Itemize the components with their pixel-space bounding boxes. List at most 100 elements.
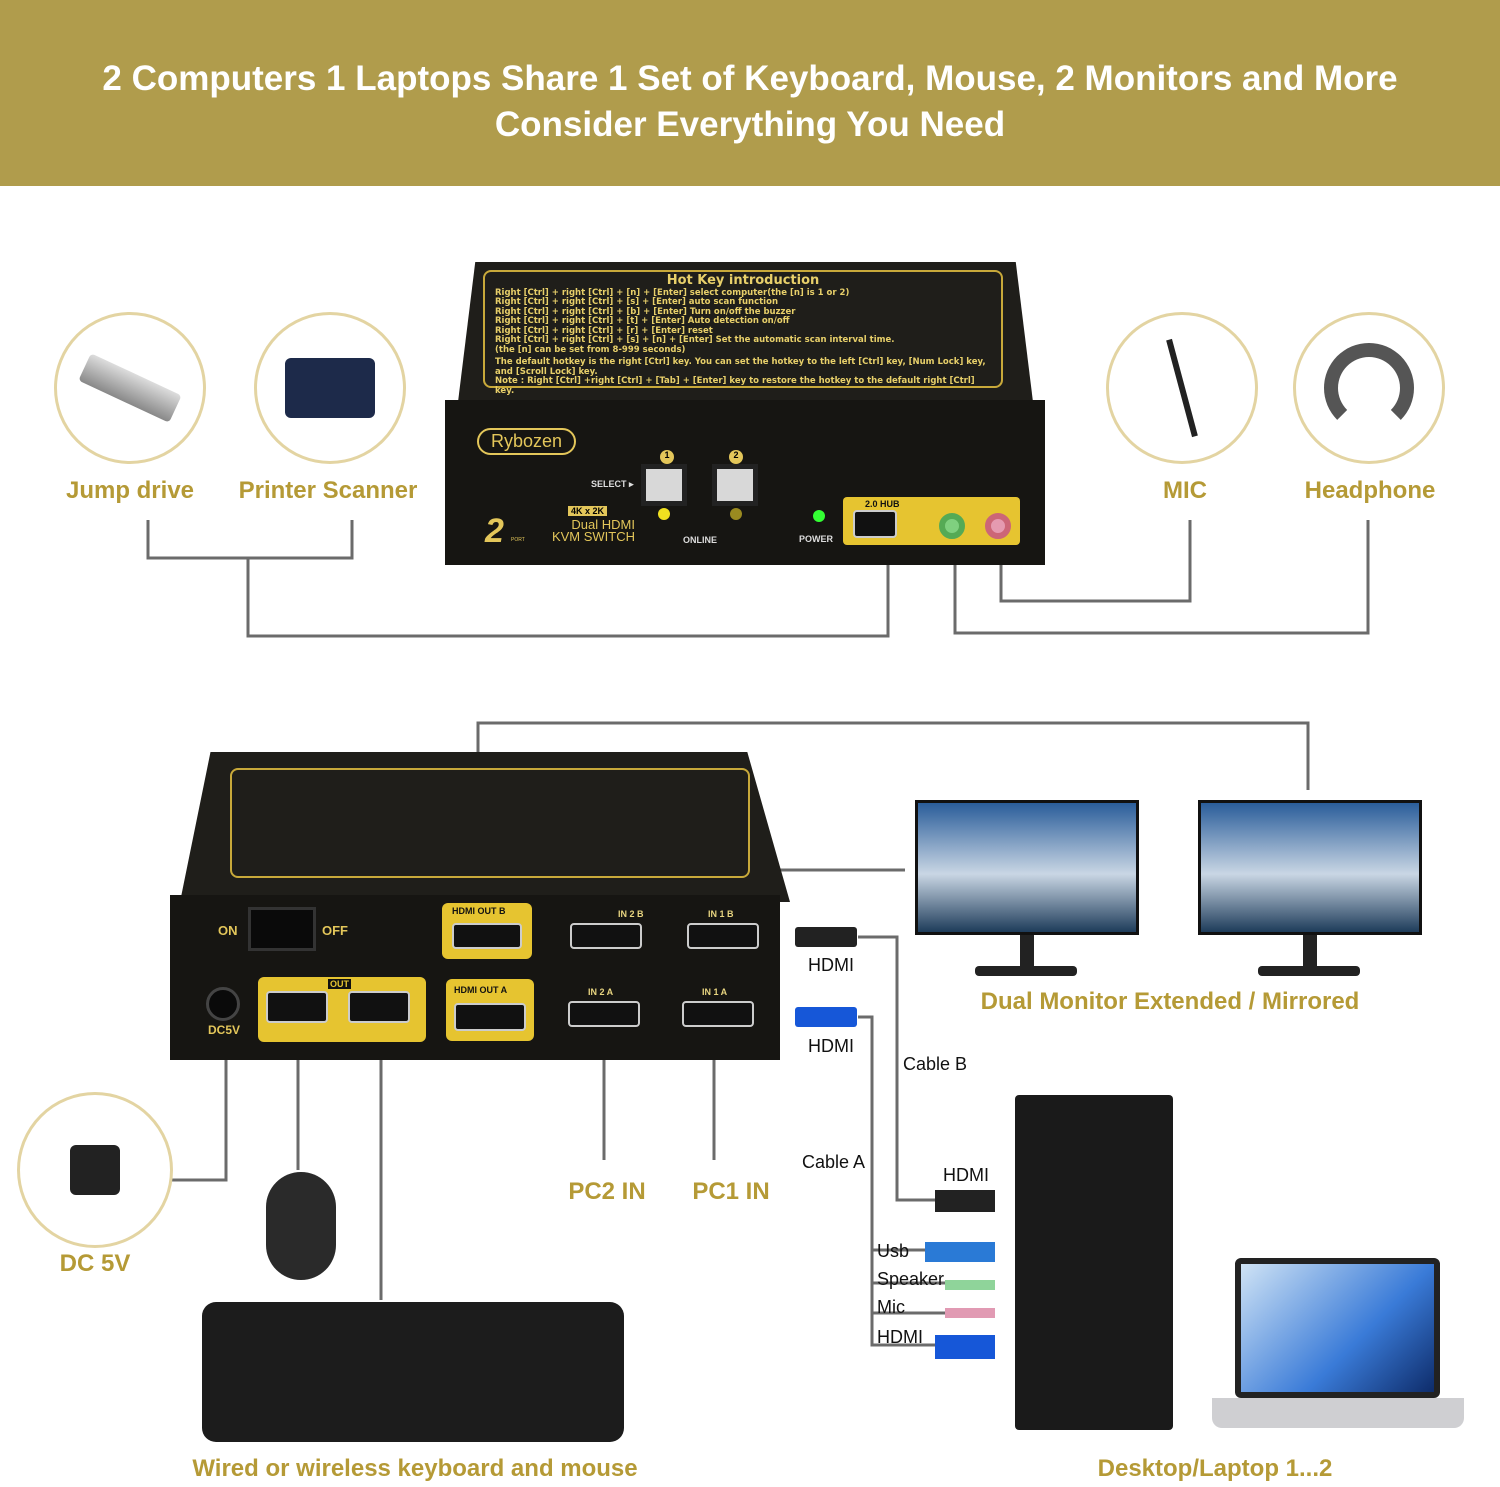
hdmi-port bbox=[452, 923, 522, 949]
monitor-1-stand bbox=[1020, 935, 1034, 969]
label-hdmi-b: HDMI bbox=[808, 955, 854, 975]
model-line-1: Dual HDMI bbox=[571, 517, 635, 532]
printer-icon bbox=[285, 358, 375, 418]
dc-label: DC5V bbox=[208, 1023, 241, 1037]
label-computers: Desktop/Laptop 1...2 bbox=[1097, 1455, 1333, 1482]
hotkey-line: Right [Ctrl] + right [Ctrl] + [b] + [Ent… bbox=[495, 306, 796, 317]
resolution-badge: 4K x 2K bbox=[568, 506, 608, 516]
mic-plug bbox=[945, 1308, 995, 1318]
cable-b bbox=[858, 935, 945, 1202]
line-usb-hub bbox=[146, 520, 890, 638]
label-hdmi-a: HDMI bbox=[808, 1036, 854, 1056]
label-usb: Usb bbox=[877, 1241, 910, 1261]
keyboard-usb-port bbox=[348, 991, 410, 1023]
hdmi-in-2a bbox=[568, 1001, 640, 1027]
power-switch[interactable] bbox=[248, 907, 316, 951]
label-mic-cable: Mic bbox=[877, 1297, 905, 1317]
line-audio bbox=[953, 520, 1370, 635]
printer-circle bbox=[254, 312, 406, 464]
mic-circle bbox=[1106, 312, 1258, 464]
hotkey-line: (the [n] can be set from 8-999 seconds) bbox=[495, 344, 686, 355]
in2a-label: IN 2 A bbox=[588, 987, 614, 997]
hdmi-in-1b bbox=[687, 923, 759, 949]
label-printer: Printer Scanner bbox=[238, 477, 418, 504]
monitor-2-base bbox=[1258, 966, 1360, 976]
hdmi-out-b: HDMI OUT B bbox=[442, 903, 532, 959]
hotkey-line: Right [Ctrl] + right [Ctrl] + [t] + [Ent… bbox=[495, 316, 790, 326]
mouse-image bbox=[266, 1172, 336, 1280]
hdmi-out-a: HDMI OUT A bbox=[446, 979, 534, 1041]
monitor-2 bbox=[1198, 800, 1422, 935]
hotkey-note: Note : Right [Ctrl] +right [Ctrl] + [Tab… bbox=[495, 376, 975, 396]
online-led-1 bbox=[658, 508, 670, 520]
power-led bbox=[813, 510, 825, 522]
hdmi-out-a-label: HDMI OUT A bbox=[454, 985, 508, 995]
hotkey-note: The default hotkey is the right [Ctrl] k… bbox=[495, 357, 986, 377]
title-banner: 2 Computers 1 Laptops Share 1 Set of Key… bbox=[0, 0, 1500, 186]
usb-drive-icon bbox=[78, 353, 182, 423]
label-cable-a: Cable A bbox=[802, 1152, 866, 1172]
in2b-label: IN 2 B bbox=[618, 909, 644, 919]
in1b-label: IN 1 B bbox=[708, 909, 734, 919]
headphone-jack bbox=[939, 513, 965, 539]
hdmi-out-b-label: HDMI OUT B bbox=[452, 906, 506, 916]
power-label: POWER bbox=[799, 534, 834, 544]
keyboard-image bbox=[202, 1302, 624, 1442]
hotkey-title: Hot Key introduction bbox=[666, 273, 820, 288]
select-label: SELECT ▸ bbox=[591, 479, 634, 489]
speaker-plug bbox=[945, 1280, 995, 1290]
hdmi-in-1a bbox=[682, 1001, 754, 1027]
model-line-2: KVM SWITCH bbox=[551, 529, 635, 544]
label-mic: MIC bbox=[1163, 477, 1207, 504]
label-speaker: Speaker bbox=[877, 1269, 945, 1289]
label-pc1-in: PC1 IN bbox=[692, 1178, 770, 1205]
hdmi-plug-black bbox=[935, 1190, 995, 1212]
label-hdmi-b-end: HDMI bbox=[943, 1165, 989, 1185]
label-hdmi-a-end: HDMI bbox=[877, 1327, 923, 1347]
mouse-usb-port bbox=[266, 991, 328, 1023]
hdmi-plug-blue bbox=[935, 1335, 995, 1359]
title-line-2: Consider Everything You Need bbox=[494, 105, 1006, 144]
label-dc: DC 5V bbox=[59, 1250, 131, 1277]
out-label: OUT bbox=[328, 979, 351, 989]
label-headphone: Headphone bbox=[1304, 477, 1436, 504]
select-button-1[interactable] bbox=[641, 464, 687, 506]
power-adapter-icon bbox=[70, 1145, 120, 1195]
dc-jack bbox=[206, 987, 240, 1021]
label-cable-b: Cable B bbox=[903, 1054, 968, 1074]
hotkey-line: Right [Ctrl] + right [Ctrl] + [r] + [Ent… bbox=[495, 325, 713, 336]
desktop-tower bbox=[1015, 1095, 1173, 1430]
model-port: PORT bbox=[511, 537, 525, 543]
headphone-icon bbox=[1324, 343, 1414, 433]
dc-adapter-circle bbox=[17, 1092, 173, 1248]
model-number: 2 bbox=[485, 512, 504, 550]
headphone-circle bbox=[1293, 312, 1445, 464]
line-dc bbox=[172, 1060, 228, 1182]
front-port-panel: 2.0 HUB bbox=[843, 497, 1020, 545]
hotkey-line: Right [Ctrl] + right [Ctrl] + [s] + [Ent… bbox=[495, 297, 778, 307]
back-switch-top-face bbox=[180, 752, 790, 902]
select-button-2[interactable] bbox=[712, 464, 758, 506]
usb-out-panel: OUT bbox=[258, 977, 426, 1042]
online-led-2 bbox=[730, 508, 742, 520]
monitor-2-stand bbox=[1303, 935, 1317, 969]
monitor-1-base bbox=[975, 966, 1077, 976]
usb-plug bbox=[925, 1242, 995, 1262]
jump-drive-circle bbox=[54, 312, 206, 464]
button-2-number: 2 bbox=[729, 450, 743, 464]
label-jump-drive: Jump drive bbox=[65, 477, 195, 504]
usb-hub-port bbox=[853, 510, 897, 538]
hdmi-connector-black bbox=[795, 927, 857, 947]
hub-label: 2.0 HUB bbox=[865, 499, 900, 509]
hdmi-connector-blue bbox=[795, 1007, 857, 1027]
label-monitors: Dual Monitor Extended / Mirrored bbox=[980, 988, 1360, 1015]
label-keyboard-mouse: Wired or wireless keyboard and mouse bbox=[192, 1455, 638, 1482]
brand-logo: Rybozen bbox=[477, 428, 577, 455]
off-label: OFF bbox=[322, 923, 348, 938]
in1a-label: IN 1 A bbox=[702, 987, 728, 997]
cable-a bbox=[858, 1015, 945, 1347]
mic-icon bbox=[1166, 338, 1198, 438]
title-line-1: 2 Computers 1 Laptops Share 1 Set of Key… bbox=[102, 59, 1398, 98]
button-1-number: 1 bbox=[660, 450, 674, 464]
